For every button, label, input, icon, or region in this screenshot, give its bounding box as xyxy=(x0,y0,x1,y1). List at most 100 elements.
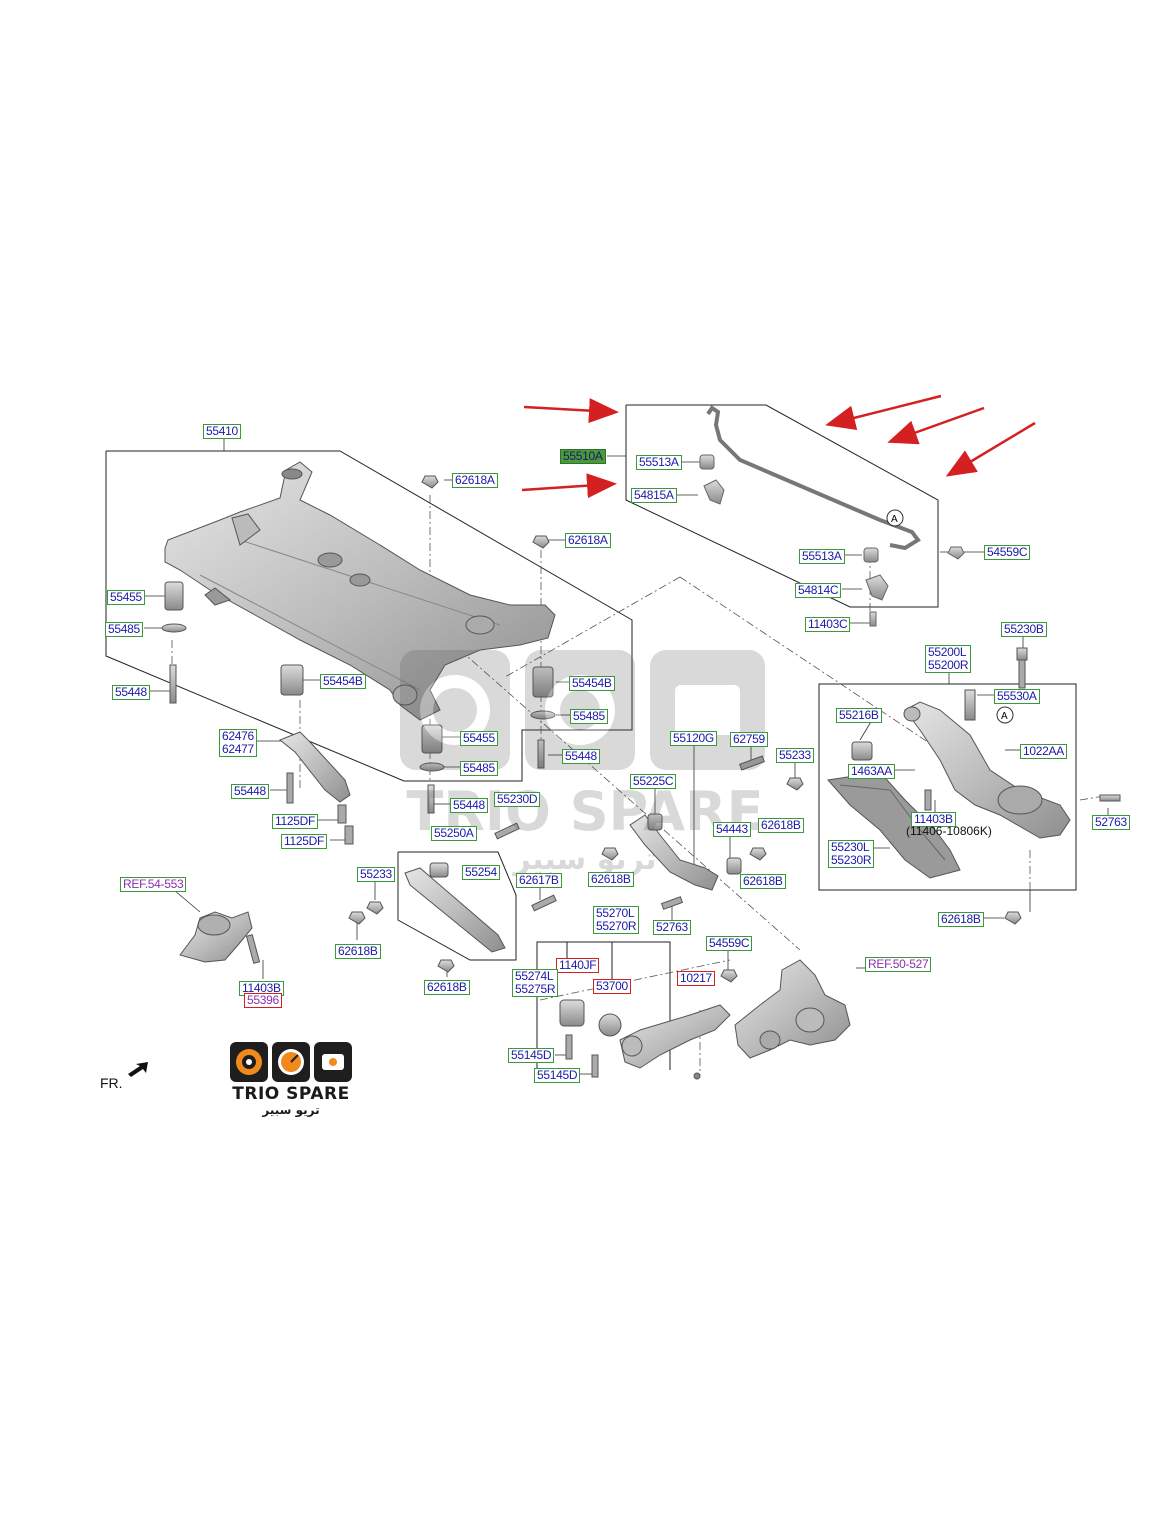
brand-name: TRIO SPARE xyxy=(232,1084,350,1104)
front-direction-label: FR. xyxy=(100,1075,123,1091)
part-label-54443[interactable]: 54443 xyxy=(713,822,751,837)
part-label-55275r: 55275R xyxy=(515,982,556,996)
subframe-drawing xyxy=(164,461,556,721)
part-label-55233-2[interactable]: 55233 xyxy=(357,867,395,882)
part-label-11403b-right[interactable]: 11403B xyxy=(911,812,956,827)
red-arrow-5 xyxy=(945,421,1036,477)
red-arrow-1 xyxy=(523,398,619,424)
part-label-55530a[interactable]: 55530A xyxy=(994,689,1040,704)
part-label-55200r: 55200R xyxy=(928,658,969,672)
part-label-10217[interactable]: 10217 xyxy=(677,971,715,986)
part-label-55233-1[interactable]: 55233 xyxy=(776,748,814,763)
part-label-54559c-1[interactable]: 54559C xyxy=(984,545,1031,560)
part-label-55485-left[interactable]: 55485 xyxy=(105,622,143,637)
part-label-55396[interactable]: 55396 xyxy=(244,993,282,1008)
part-label-1125df-1[interactable]: 1125DF xyxy=(272,814,319,829)
part-label-55485-right[interactable]: 55485 xyxy=(570,709,608,724)
part-label-62618b-1[interactable]: 62618B xyxy=(758,818,804,833)
red-arrow-3 xyxy=(825,394,942,431)
part-label-62618a-1[interactable]: 62618A xyxy=(452,473,498,488)
part-label-ref-54-553[interactable]: REF.54-553 xyxy=(120,877,187,892)
brand-name-arabic: تريو سبير xyxy=(262,1103,320,1117)
part-label-54559c-2[interactable]: 54559C xyxy=(706,936,753,951)
part-label-1463aa[interactable]: 1463AA xyxy=(848,764,895,779)
watermark-arabic: تريو سبير xyxy=(513,842,657,877)
part-label-55145d-2[interactable]: 55145D xyxy=(534,1068,581,1083)
lower-arm-drawing xyxy=(827,647,1121,925)
part-label-55410[interactable]: 55410 xyxy=(203,424,241,439)
subframe-frame xyxy=(105,450,633,782)
bushings xyxy=(161,475,556,814)
part-label-55448-arm[interactable]: 55448 xyxy=(231,784,269,799)
part-label-55274[interactable]: 55274L 55275R xyxy=(512,969,559,997)
part-label-1140jf[interactable]: 1140JF xyxy=(556,958,600,973)
part-label-55510a[interactable]: 55510A xyxy=(560,449,606,464)
part-label-55200l: 55200L xyxy=(928,645,967,659)
part-label-53700[interactable]: 53700 xyxy=(593,979,631,994)
brand-logo-icons xyxy=(230,1042,352,1082)
part-label-55230b[interactable]: 55230B xyxy=(1001,622,1047,637)
red-arrow-2 xyxy=(521,473,617,499)
part-label-1125df-2[interactable]: 1125DF xyxy=(281,834,328,849)
part-label-11403c[interactable]: 11403C xyxy=(805,617,851,632)
part-label-55455-left[interactable]: 55455 xyxy=(107,590,145,605)
part-label-55230d[interactable]: 55230D xyxy=(494,792,541,807)
part-label-62618b-5[interactable]: 62618B xyxy=(335,944,381,959)
lower-arm-frame xyxy=(818,683,1077,891)
shock-mount xyxy=(179,911,261,964)
part-label-1022aa[interactable]: 1022AA xyxy=(1020,744,1067,759)
part-label-55200[interactable]: 55200L 55200R xyxy=(925,645,972,673)
part-label-52763-mid[interactable]: 52763 xyxy=(653,920,691,935)
stabilizer-bar xyxy=(699,405,1014,724)
part-label-55145d-1[interactable]: 55145D xyxy=(508,1048,555,1063)
part-label-62476-a: 62476 xyxy=(222,729,254,743)
part-label-54814c[interactable]: 54814C xyxy=(795,583,842,598)
stabilizer-frame xyxy=(625,404,939,608)
part-label-62759[interactable]: 62759 xyxy=(730,732,768,747)
part-label-55448-left[interactable]: 55448 xyxy=(112,685,150,700)
part-label-55513a-low[interactable]: 55513A xyxy=(799,549,845,564)
links-drawing xyxy=(279,731,804,973)
part-label-55454b-left[interactable]: 55454B xyxy=(320,674,366,689)
trailing-arm xyxy=(559,959,851,1080)
part-note-11406: (11406-10806K) xyxy=(906,824,992,838)
part-label-62476[interactable]: 62476 62477 xyxy=(219,729,257,757)
part-label-55274l: 55274L xyxy=(515,969,554,983)
part-label-62617b[interactable]: 62617B xyxy=(516,873,562,888)
link-frame xyxy=(397,851,517,961)
brand-logo: TRIO SPARE تريو سبير xyxy=(228,1040,354,1120)
part-label-55270r: 55270R xyxy=(596,919,637,933)
part-label-55216b[interactable]: 55216B xyxy=(836,708,882,723)
part-label-55485-mid[interactable]: 55485 xyxy=(460,761,498,776)
group-frames xyxy=(105,404,1077,1080)
part-label-62618b-2[interactable]: 62618B xyxy=(588,872,634,887)
callout-a-top: A xyxy=(891,514,898,525)
part-label-55254[interactable]: 55254 xyxy=(462,865,500,880)
part-label-55225c[interactable]: 55225C xyxy=(630,774,677,789)
front-arrow-icon xyxy=(128,1062,148,1077)
part-label-55448-right[interactable]: 55448 xyxy=(562,749,600,764)
part-label-62618a-2[interactable]: 62618A xyxy=(565,533,611,548)
part-label-62618b-4[interactable]: 62618B xyxy=(938,912,984,927)
part-label-55230[interactable]: 55230L 55230R xyxy=(828,840,875,868)
red-arrow-4 xyxy=(887,406,985,445)
part-label-55120g[interactable]: 55120G xyxy=(670,731,717,746)
part-label-62477: 62477 xyxy=(222,742,254,756)
part-label-52763-right[interactable]: 52763 xyxy=(1092,815,1130,830)
part-label-62618b-6[interactable]: 62618B xyxy=(424,980,470,995)
part-label-54815a[interactable]: 54815A xyxy=(631,488,677,503)
part-label-55513a-top[interactable]: 55513A xyxy=(636,455,682,470)
part-label-62618b-3[interactable]: 62618B xyxy=(740,874,786,889)
part-label-55250a[interactable]: 55250A xyxy=(431,826,477,841)
part-label-55230l: 55230L xyxy=(831,840,870,854)
part-label-55448-low[interactable]: 55448 xyxy=(450,798,488,813)
part-label-55270l: 55270L xyxy=(596,906,635,920)
part-label-55230r: 55230R xyxy=(831,853,872,867)
callout-a-right: A xyxy=(1001,711,1008,722)
part-label-55455-mid[interactable]: 55455 xyxy=(460,731,498,746)
part-label-55454b-right[interactable]: 55454B xyxy=(569,676,615,691)
red-arrows xyxy=(521,394,1036,499)
part-label-ref-50-527[interactable]: REF.50-527 xyxy=(865,957,932,972)
part-label-55270[interactable]: 55270L 55270R xyxy=(593,906,640,934)
